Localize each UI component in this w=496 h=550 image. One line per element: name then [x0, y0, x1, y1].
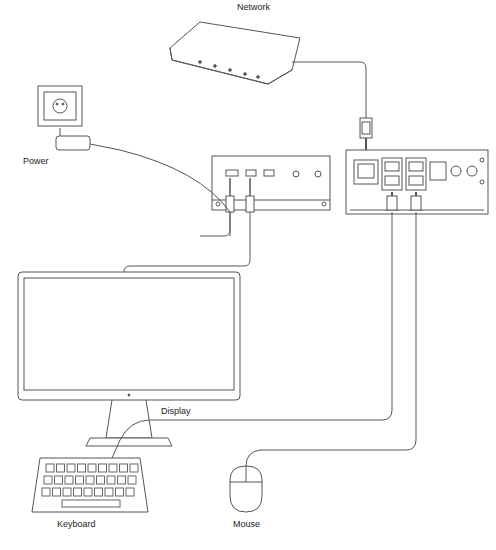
key [105, 488, 113, 496]
key [53, 488, 61, 496]
keyboard-label: Keyboard [56, 519, 97, 530]
mouse [230, 466, 262, 512]
rj45-plug [360, 118, 372, 138]
router [170, 22, 300, 84]
space-key [62, 500, 120, 507]
display-label: Display [160, 406, 192, 417]
key [99, 464, 107, 472]
key [116, 488, 124, 496]
key [130, 464, 138, 472]
key [95, 488, 103, 496]
power-adapter [56, 128, 90, 150]
key [126, 488, 134, 496]
network-label: Network [236, 2, 271, 13]
network-cable [292, 62, 366, 118]
key [97, 476, 105, 484]
key [78, 464, 86, 472]
mouse-label: Mouse [232, 519, 261, 530]
mouse-cable [246, 212, 416, 466]
power-label: Power [22, 156, 50, 167]
key [46, 464, 54, 472]
key [65, 476, 73, 484]
key [44, 476, 52, 484]
power-cable [90, 144, 230, 236]
display-cable [124, 212, 250, 272]
key [84, 488, 92, 496]
key [118, 476, 126, 484]
key [42, 488, 50, 496]
key [67, 464, 75, 472]
key [109, 464, 117, 472]
key [86, 476, 94, 484]
key [57, 464, 65, 472]
keyboard [32, 458, 148, 512]
keyboard-cable [112, 212, 392, 458]
key [76, 476, 84, 484]
key [120, 464, 128, 472]
power-outlet [38, 86, 82, 126]
key [74, 488, 82, 496]
right-unit [346, 150, 488, 214]
key [107, 476, 115, 484]
key [63, 488, 71, 496]
key [128, 476, 136, 484]
key [55, 476, 63, 484]
key [88, 464, 96, 472]
